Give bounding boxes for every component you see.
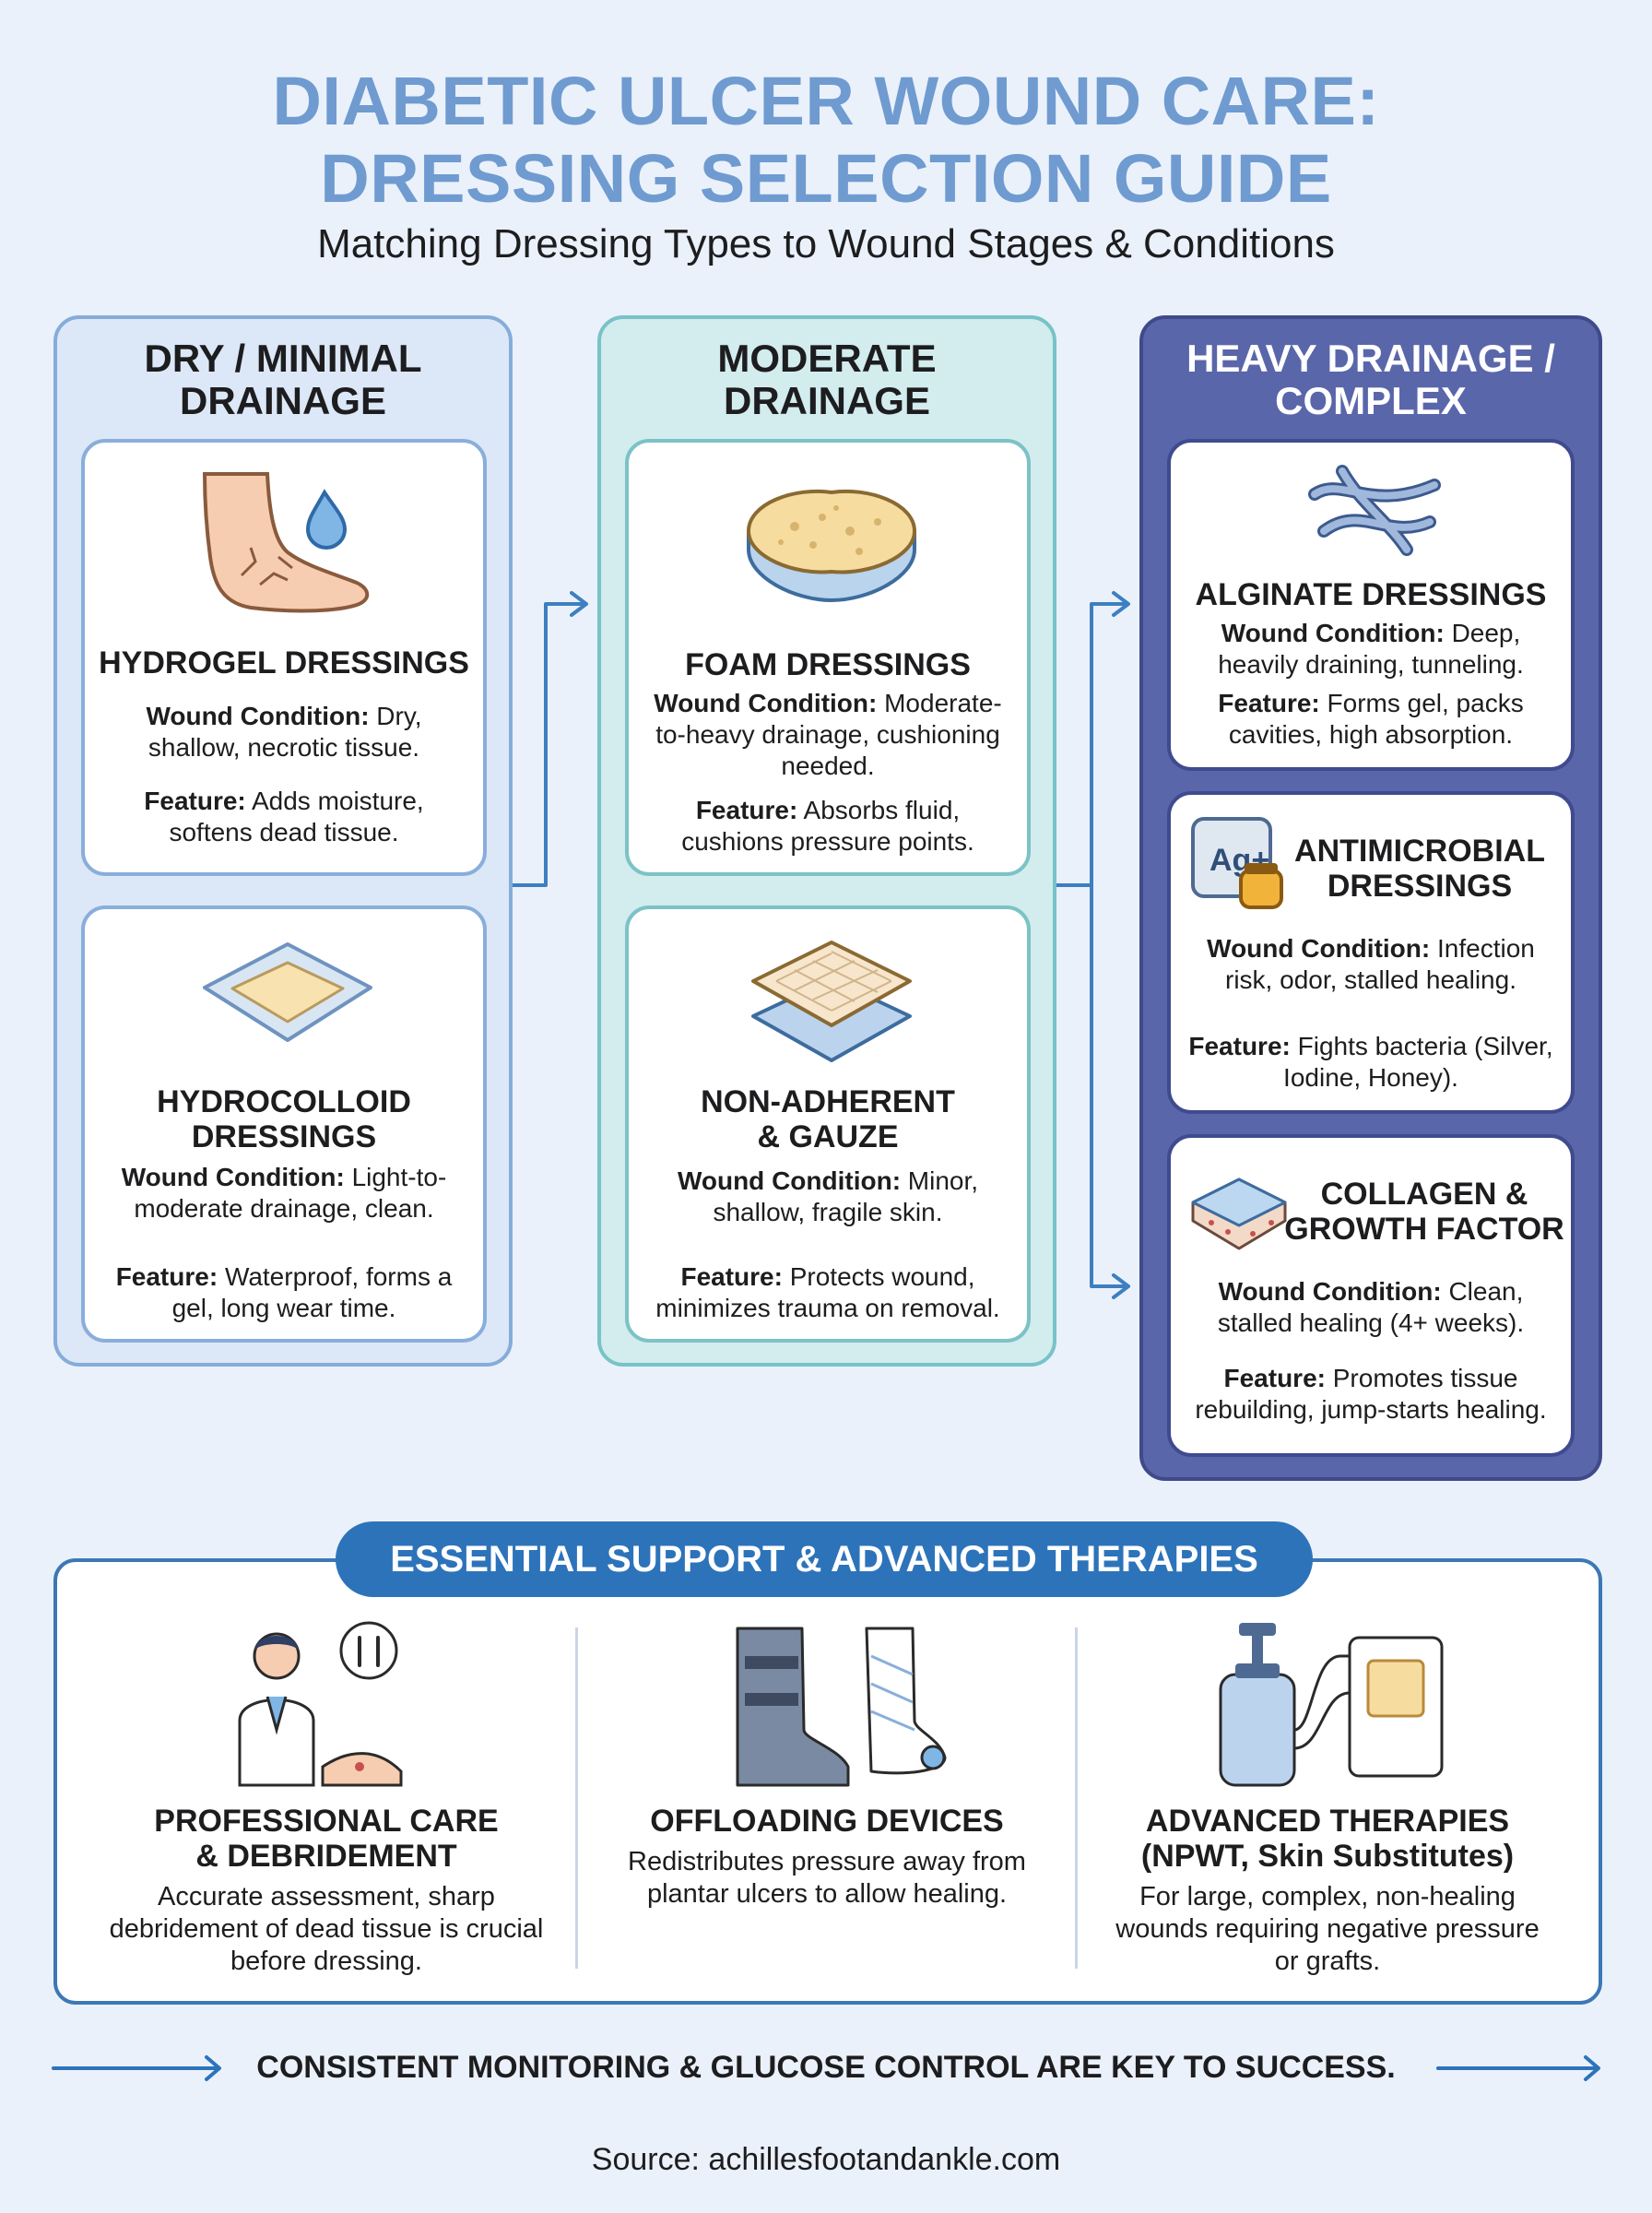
card-collagen-growth-factor: COLLAGEN & GROWTH FACTOR Wound Condition… [1167,1134,1575,1457]
card-title: COLLAGEN & GROWTH FACTOR [1284,1177,1564,1247]
card-title: ALGINATE DRESSINGS [1195,577,1547,612]
card-feature: Feature: Waterproof, forms a gel, long w… [100,1261,468,1324]
key-message: CONSISTENT MONITORING & GLUCOSE CONTROL … [256,2050,1396,2085]
feature-label: Feature: [1188,1032,1291,1060]
column-dry-minimal-drainage: DRY / MINIMAL DRAINAGE HYDROGEL DRESSING… [53,315,513,1367]
card-condition: Wound Condition: Light-to-moderate drain… [100,1162,468,1225]
card-condition: Wound Condition: Moderate-to-heavy drain… [643,688,1012,782]
condition-label: Wound Condition: [1218,1277,1442,1306]
card-alginate: ALGINATE DRESSINGS Wound Condition: Deep… [1167,439,1575,771]
card-feature: Feature: Adds moisture, softens dead tis… [100,786,468,848]
feature-label: Feature: [144,787,246,815]
column-title: HEAVY DRAINAGE / COMPLEX [1186,337,1555,422]
clinician-icon [238,1621,403,1787]
support-text-advanced-therapies: For large, complex, non-healing wounds r… [1115,1882,1540,1976]
condition-text: Clean, stalled healing (4+ weeks). [1217,1277,1525,1337]
condition-label: Wound Condition: [121,1163,345,1191]
source-credit: Source: achillesfootandankle.com [591,2142,1061,2177]
title-line-1: DIABETIC ULCER WOUND CARE: [272,63,1380,139]
silver-honey-icon: Ag+ [1191,817,1283,909]
column-title: MODERATE DRAINAGE [717,337,937,422]
card-title: HYDROGEL DRESSINGS [99,645,469,680]
card-hydrogel: HYDROGEL DRESSINGS Wound Condition: Dry,… [81,439,487,876]
card-condition: Wound Condition: Infection risk, odor, s… [1186,933,1556,996]
cracked-foot-icon [202,472,370,613]
condition-label: Wound Condition: [1207,934,1431,963]
condition-text: Light-to-moderate drainage, clean. [134,1163,447,1223]
card-antimicrobial: Ag+ ANTIMICROBIAL DRESSINGS Wound Condit… [1167,791,1575,1114]
gauze-layers-icon [751,941,912,1062]
card-feature: Feature: Promotes tissue rebuilding, jum… [1186,1363,1556,1426]
card-condition: Wound Condition: Clean, stalled healing … [1186,1276,1556,1339]
support-text-offloading: Redistributes pressure away from plantar… [628,1847,1026,1909]
feature-label: Feature: [1223,1364,1326,1392]
card-non-adherent-gauze: NON-ADHERENT & GAUZE Wound Condition: Mi… [625,905,1031,1343]
card-condition: Wound Condition: Dry, shallow, necrotic … [100,701,468,763]
support-title-advanced-therapies: ADVANCED THERAPIES (NPWT, Skin Substitut… [1140,1804,1515,1874]
condition-label: Wound Condition: [654,689,878,717]
alginate-fibers-icon [1308,465,1441,556]
card-feature: Feature: Protects wound, minimizes traum… [643,1261,1012,1324]
condition-text: Minor, shallow, fragile skin. [713,1166,979,1226]
column-heavy-drainage-complex: HEAVY DRAINAGE / COMPLEX ALGINATE DRESSI… [1139,315,1602,1481]
condition-label: Wound Condition: [677,1166,902,1195]
npwt-device-icon [1219,1623,1444,1787]
card-title: NON-ADHERENT & GAUZE [701,1084,955,1154]
support-heading: ESSENTIAL SUPPORT & ADVANCED THERAPIES [336,1521,1313,1597]
feature-text: Adds moisture, softens dead tissue. [169,787,424,846]
condition-text: Dry, shallow, necrotic tissue. [148,702,422,762]
feature-text: Protects wound, minimizes trauma on remo… [655,1262,1000,1322]
feature-text: Forms gel, packs cavities, high absorpti… [1228,689,1524,749]
foam-sponge-icon [746,489,917,603]
card-foam: FOAM DRESSINGS Wound Condition: Moderate… [625,439,1031,876]
feature-label: Feature: [695,796,798,824]
condition-text: Infection risk, odor, stalled healing. [1225,934,1535,994]
feature-text: Promotes tissue rebuilding, jump-starts … [1195,1364,1547,1424]
offloading-boot-icon [736,1627,947,1787]
condition-text: Moderate-to-heavy drainage, cushioning n… [655,689,1002,780]
support-title-offloading: OFFLOADING DEVICES [650,1804,1004,1839]
card-title: ANTIMICROBIAL DRESSINGS [1294,834,1545,904]
feature-text: Absorbs fluid, cushions pressure points. [681,796,974,856]
card-condition: Wound Condition: Deep, heavily draining,… [1186,618,1556,680]
feature-text: Fights bacteria (Silver, Iodine, Honey). [1283,1032,1553,1092]
card-title: FOAM DRESSINGS [685,647,971,682]
condition-text: Deep, heavily draining, tunneling. [1218,619,1524,679]
support-divider [575,1627,578,1969]
support-text-professional-care: Accurate assessment, sharp debridement o… [109,1882,544,1976]
card-hydrocolloid: HYDROCOLLOID DRESSINGS Wound Condition: … [81,905,487,1343]
support-title-professional-care: PROFESSIONAL CARE & DEBRIDEMENT [154,1804,499,1874]
feature-label: Feature: [1218,689,1320,717]
card-feature: Feature: Absorbs fluid, cushions pressur… [643,795,1012,858]
card-feature: Feature: Forms gel, packs cavities, high… [1186,688,1556,751]
card-title: HYDROCOLLOID DRESSINGS [157,1084,411,1154]
condition-label: Wound Condition: [146,702,370,730]
connector-col2-col3 [1055,602,1128,1288]
column-moderate-drainage: MODERATE DRAINAGE FOAM DRESSINGS Wound C… [597,315,1056,1367]
page-subtitle: Matching Dressing Types to Wound Stages … [317,221,1335,266]
condition-label: Wound Condition: [1221,619,1445,647]
connector-col1-col2 [511,602,584,887]
card-feature: Feature: Fights bacteria (Silver, Iodine… [1186,1031,1556,1094]
support-divider [1075,1627,1078,1969]
card-condition: Wound Condition: Minor, shallow, fragile… [643,1166,1012,1228]
feature-text: Waterproof, forms a gel, long wear time. [171,1262,453,1322]
hydrocolloid-pad-icon [203,942,372,1042]
title-line-2: DRESSING SELECTION GUIDE [320,140,1332,217]
tissue-layers-icon [1191,1178,1287,1250]
feature-label: Feature: [680,1262,783,1291]
page-title: DIABETIC ULCER WOUND CARE: DRESSING SELE… [0,63,1652,218]
feature-label: Feature: [115,1262,218,1291]
column-title: DRY / MINIMAL DRAINAGE [144,337,422,422]
